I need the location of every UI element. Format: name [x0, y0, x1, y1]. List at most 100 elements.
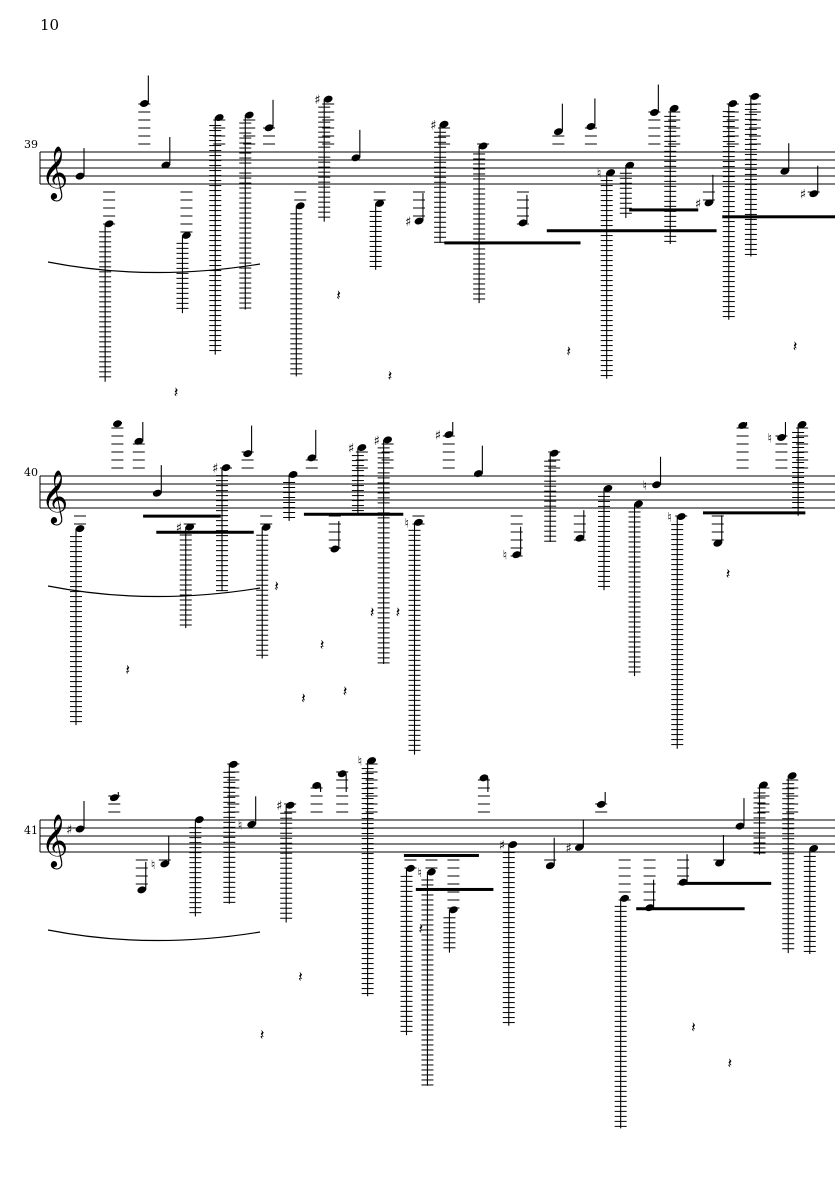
natural-icon: ♮ — [358, 755, 363, 770]
beam — [546, 229, 717, 233]
notehead — [383, 436, 393, 444]
sharp-icon: ♯ — [800, 188, 806, 203]
notehead — [312, 782, 321, 789]
sharp-icon: ♯ — [405, 215, 411, 230]
rest-icon: 𝄽 — [793, 337, 798, 355]
notehead — [738, 421, 747, 429]
notehead — [508, 841, 518, 849]
notehead — [809, 844, 819, 852]
notehead — [247, 820, 257, 828]
notehead — [728, 100, 738, 108]
notehead — [406, 864, 415, 872]
notehead — [780, 167, 790, 175]
measure-number: 41 — [24, 824, 38, 837]
sharp-icon: ♯ — [276, 799, 282, 814]
notehead — [596, 800, 606, 808]
natural-icon: ♮ — [597, 167, 602, 182]
notehead — [809, 190, 819, 198]
natural-icon: ♮ — [643, 479, 648, 494]
notehead — [185, 523, 195, 531]
natural-icon: ♮ — [667, 511, 672, 526]
notehead — [139, 100, 149, 107]
measure-number: 40 — [24, 466, 38, 479]
notehead — [606, 169, 616, 177]
notehead — [715, 859, 724, 867]
rest-icon: 𝄽 — [418, 920, 423, 938]
notehead — [134, 437, 144, 445]
notehead — [427, 868, 436, 876]
notehead — [669, 104, 679, 112]
notehead — [634, 500, 643, 508]
notehead — [439, 120, 449, 128]
notehead — [194, 816, 204, 824]
notehead — [512, 551, 522, 559]
notehead — [449, 906, 458, 914]
notehead — [357, 444, 367, 452]
natural-icon: ♮ — [417, 866, 422, 881]
notehead — [586, 123, 596, 130]
rest-icon: 𝄽 — [336, 287, 341, 305]
notehead — [444, 431, 454, 439]
notehead — [182, 231, 191, 239]
notehead — [161, 161, 171, 169]
sharp-icon: ♯ — [212, 462, 218, 477]
treble-clef-icon: 𝄞 — [41, 813, 68, 869]
beam — [636, 907, 745, 911]
rest-icon: 𝄽 — [566, 343, 571, 361]
rest-icon: 𝄽 — [727, 1055, 732, 1073]
notehead — [625, 161, 635, 169]
sharp-icon: ♯ — [66, 823, 72, 838]
measure-number: 39 — [24, 138, 38, 151]
notehead — [777, 434, 786, 441]
notehead — [243, 450, 252, 458]
notehead — [261, 523, 271, 531]
notehead — [214, 114, 224, 122]
natural-icon: ♮ — [238, 818, 243, 833]
beam — [681, 881, 772, 885]
sharp-icon: ♯ — [435, 429, 441, 444]
notehead — [104, 220, 114, 228]
beam — [156, 530, 254, 534]
music-system-2: 𝄞𝄽♯♯𝄽𝄽𝄽𝄽♯𝄽♯𝄽♮♯♮♮♮𝄽♮ — [39, 420, 835, 755]
sharp-icon: ♯ — [499, 839, 505, 854]
notehead — [221, 464, 231, 472]
notehead — [351, 154, 361, 162]
treble-clef-icon: 𝄞 — [41, 145, 68, 201]
notehead — [575, 534, 585, 542]
notehead — [228, 760, 238, 768]
sharp-icon: ♯ — [348, 442, 354, 457]
notehead — [337, 770, 347, 778]
notehead — [759, 781, 768, 789]
notehead — [787, 772, 797, 780]
notehead — [735, 822, 745, 830]
sharp-icon: ♯ — [374, 434, 380, 449]
rest-icon: 𝄽 — [298, 968, 303, 986]
tie — [47, 585, 261, 598]
natural-icon: ♮ — [405, 516, 410, 531]
rest-icon: 𝄽 — [301, 690, 306, 708]
music-system-1: 𝄞𝄽♯𝄽𝄽♯♯𝄽♮♯𝄽♯ — [39, 75, 835, 401]
notehead — [574, 843, 584, 851]
beam — [143, 514, 221, 518]
beam — [303, 512, 404, 516]
notehead — [152, 489, 162, 497]
rest-icon: 𝄽 — [388, 367, 393, 385]
rest-icon: 𝄽 — [370, 603, 375, 621]
beam — [403, 853, 479, 857]
notehead — [750, 92, 760, 100]
notehead — [285, 801, 295, 809]
rest-icon: 𝄽 — [320, 636, 325, 654]
sharp-icon: ♯ — [314, 93, 320, 108]
sharp-icon: ♯ — [176, 521, 182, 536]
rest-icon: 𝄽 — [174, 383, 179, 401]
notehead — [652, 481, 661, 489]
notehead — [713, 539, 723, 547]
notehead — [244, 111, 254, 119]
beam — [415, 887, 494, 891]
rest-icon: 𝄽 — [396, 603, 401, 621]
notehead — [704, 199, 714, 207]
treble-clef-icon: 𝄞 — [41, 469, 68, 525]
notehead — [323, 95, 333, 103]
beam — [444, 241, 581, 245]
page-number: 10 — [40, 16, 60, 34]
